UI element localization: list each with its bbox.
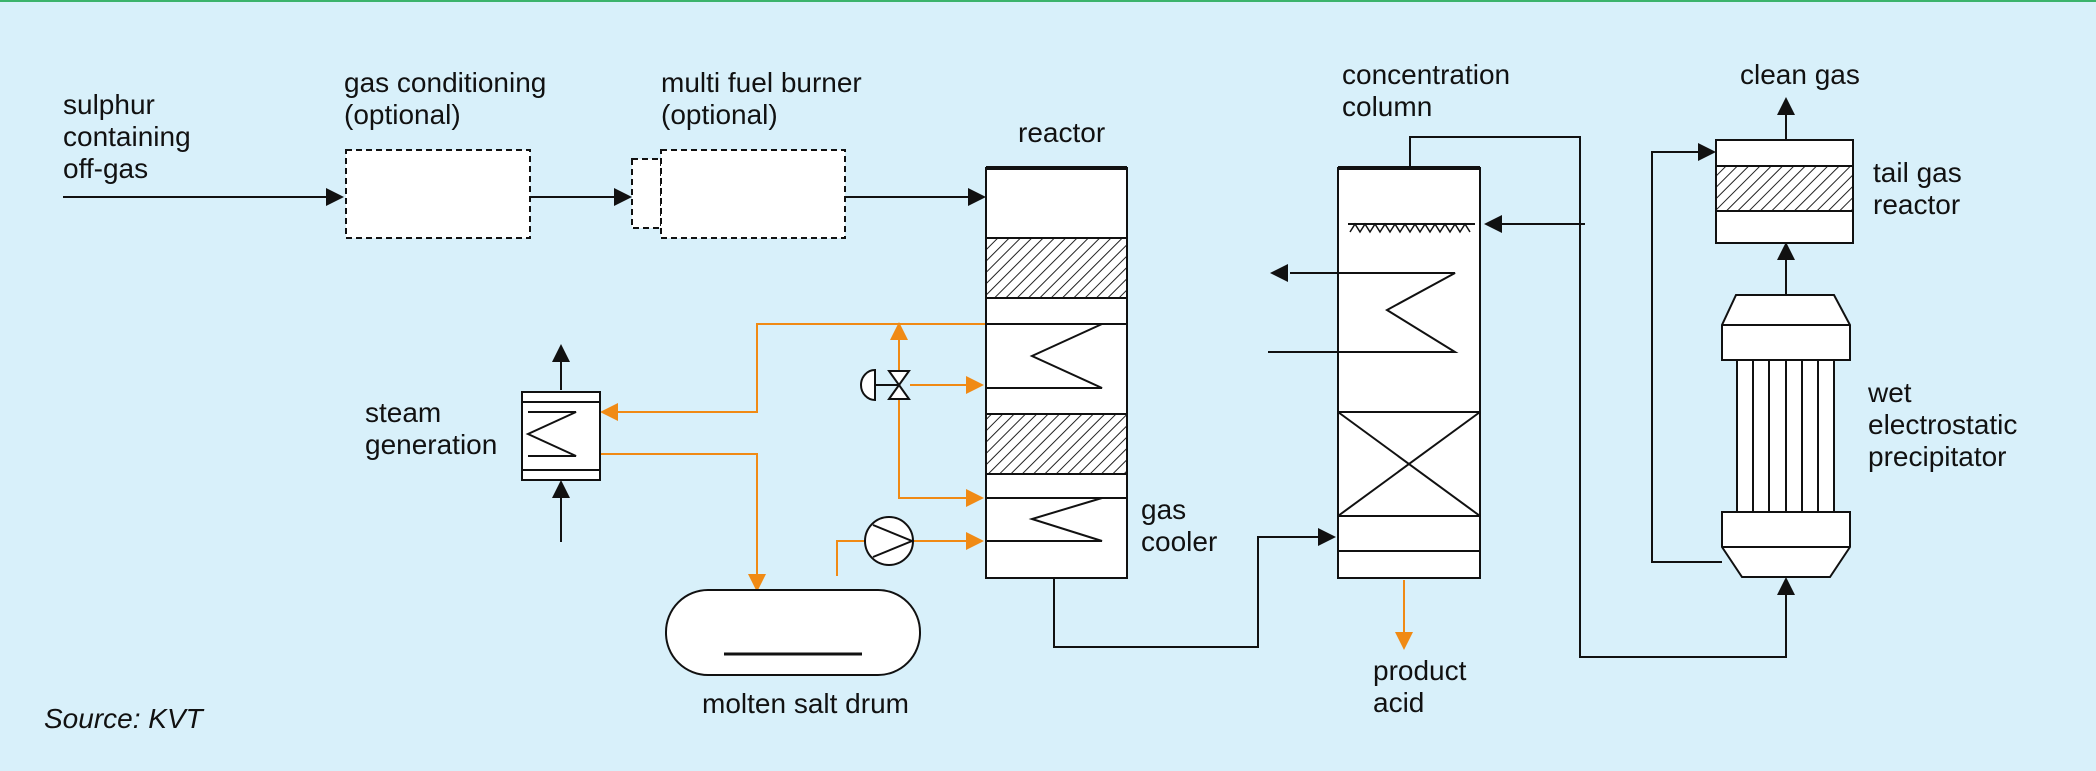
label-multi-fuel-burner: multi fuel burner (optional) — [661, 67, 870, 130]
salt-arrowheads — [600, 322, 1413, 650]
catalyst-bed-1 — [985, 237, 1128, 299]
molten-salt-circuit — [600, 323, 1405, 632]
reactor-cooling-coil-1 — [986, 323, 1103, 389]
pump-icon — [864, 516, 915, 566]
reactor-vessel — [985, 166, 1128, 579]
wet-electrostatic-precipitator — [1721, 294, 1851, 578]
steam-generator — [521, 391, 601, 481]
label-product-acid: product acid — [1373, 655, 1474, 718]
column-cooling-coil — [1338, 272, 1459, 353]
label-reactor: reactor — [1018, 117, 1105, 148]
gas-arrowheads — [326, 97, 1795, 595]
tail-gas-reactor — [1715, 139, 1854, 244]
multi-fuel-burner-box — [660, 149, 846, 239]
catalyst-bed-2 — [985, 413, 1128, 475]
label-concentration-column: concentration column — [1342, 59, 1518, 122]
label-molten-salt-drum: molten salt drum — [702, 688, 909, 719]
molten-salt-drum — [665, 589, 921, 676]
spray-nozzles — [1349, 222, 1471, 234]
label-wesp: wet electrostatic precipitator — [1867, 377, 2025, 472]
control-valve-icon — [860, 368, 911, 402]
label-gas-conditioning: gas conditioning (optional) — [344, 67, 554, 130]
label-gas-cooler: gas cooler — [1141, 494, 1217, 557]
label-steam-generation: steam generation — [365, 397, 497, 460]
concentration-column — [1337, 166, 1481, 579]
label-tail-gas-reactor: tail gas reactor — [1873, 157, 1970, 220]
gas-cooler-coil — [986, 497, 1103, 542]
burner-nozzle-box — [631, 158, 662, 229]
label-sulphur-gas: sulphur containing off-gas — [63, 89, 198, 184]
label-clean-gas: clean gas — [1740, 59, 1860, 90]
source-credit: Source: KVT — [44, 703, 205, 734]
gas-conditioning-box — [345, 149, 531, 239]
